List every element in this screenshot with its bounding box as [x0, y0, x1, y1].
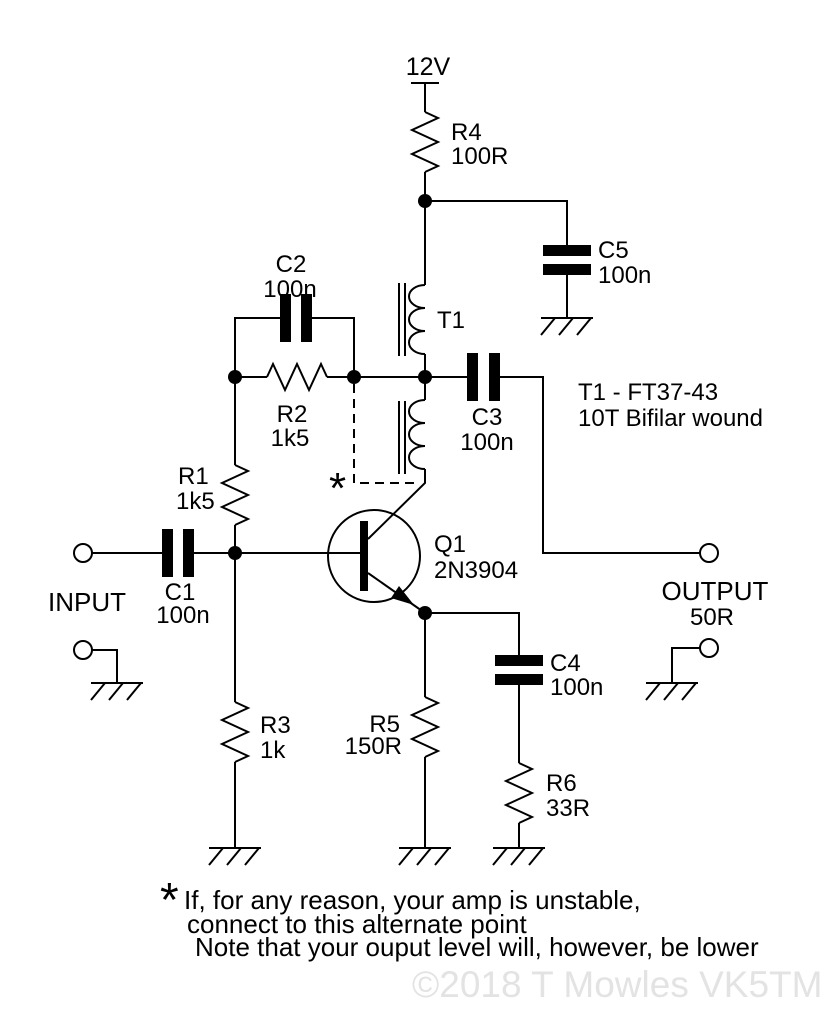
junction-dot: [418, 606, 432, 620]
input-port: INPUT: [48, 543, 126, 660]
ground-symbol-r6: [492, 847, 545, 866]
capacitor-C3: C3 100n: [460, 353, 514, 456]
component-value: 100n: [460, 429, 513, 456]
resistor-zigzag: [266, 361, 328, 393]
input-label: INPUT: [48, 587, 126, 617]
component-ref: C4: [550, 650, 581, 677]
copyright-watermark: ©2018 T Mowles VK5TM: [412, 964, 822, 1005]
capacitor-plate: [162, 529, 173, 577]
resistor-zigzag: [219, 464, 251, 526]
component-value: 33R: [546, 795, 590, 822]
resistor-R5: R5 150R: [345, 696, 441, 760]
component-ref: C2: [276, 251, 307, 278]
footnote-line2: connect to this alternate point: [187, 909, 527, 939]
transformer-T1: T1: [398, 283, 465, 474]
power-rail-12v: 12V: [406, 53, 451, 81]
component-ref: C5: [598, 237, 629, 264]
resistor-zigzag: [409, 111, 441, 173]
capacitor-plate: [301, 294, 312, 342]
transistor-body-circle: [327, 509, 421, 603]
ground-symbol-c5: [540, 317, 593, 336]
component-ref: R6: [546, 770, 577, 797]
capacitor-plate: [495, 655, 543, 666]
capacitor-plate: [543, 264, 591, 275]
component-value: 1k: [260, 737, 286, 764]
capacitor-plate: [280, 294, 291, 342]
alternate-point-asterisk: *: [329, 464, 346, 513]
component-value: 1k5: [271, 425, 310, 452]
capacitor-plate: [183, 529, 194, 577]
alternate-connection-dashed-line: [353, 384, 420, 484]
component-ref: R2: [277, 401, 308, 428]
ground-symbol-input: [90, 682, 143, 701]
transformer-note-line1: T1 - FT37-43: [578, 379, 718, 406]
junction-dots: [228, 194, 432, 620]
component-value: 150R: [345, 733, 402, 760]
capacitor-plate: [467, 353, 478, 401]
capacitor-C4: C4 100n: [495, 650, 603, 701]
output-label: OUTPUT: [662, 576, 769, 606]
component-value: 2N3904: [434, 557, 518, 584]
junction-dot: [418, 194, 432, 208]
output-terminal: [699, 543, 719, 563]
capacitor-C1: C1 100n: [156, 529, 210, 629]
emitter-arrow: [391, 586, 414, 605]
transformer-core-lines: [398, 283, 406, 474]
component-value: 100n: [598, 262, 651, 289]
ground-symbol-output: [645, 682, 698, 701]
component-value: 1k5: [176, 488, 215, 515]
resistor-zigzag: [409, 696, 441, 758]
transistor-Q1: Q1 2N3904: [327, 509, 518, 605]
transformer-note: T1 - FT37-43 10T Bifilar wound: [578, 379, 763, 432]
resistor-R1: R1 1k5: [176, 463, 251, 526]
output-impedance-label: 50R: [690, 604, 734, 631]
junction-dot: [228, 546, 242, 560]
capacitor-C2: C2 100n: [263, 251, 317, 342]
wire-network: [92, 82, 700, 848]
component-ref: Q1: [434, 531, 466, 558]
transformer-note-line2: 10T Bifilar wound: [578, 405, 763, 432]
component-value: 100n: [550, 674, 603, 701]
footnote: * If, for any reason, your amp is unstab…: [160, 874, 759, 962]
component-ref: R4: [451, 119, 482, 146]
resistor-R2: R2 1k5: [266, 361, 328, 452]
component-value: 100n: [263, 276, 316, 303]
transformer-primary-winding: [408, 284, 426, 355]
transistor-base-bar: [360, 521, 368, 591]
input-ground-terminal: [73, 640, 93, 660]
footnote-asterisk: *: [160, 874, 179, 927]
capacitor-plate: [495, 674, 543, 685]
junction-dot: [228, 370, 242, 384]
ground-symbol-r5: [398, 847, 451, 866]
transformer-secondary-winding: [408, 399, 426, 470]
component-ref: C1: [165, 579, 196, 606]
supply-voltage-label: 12V: [406, 53, 451, 81]
output-port: OUTPUT 50R: [662, 543, 769, 658]
resistor-R6: R6 33R: [503, 762, 590, 824]
footnote-line3: Note that your ouput level will, however…: [195, 932, 759, 962]
component-ref: R1: [178, 463, 209, 490]
component-value: 100n: [156, 602, 209, 629]
component-ref: R3: [260, 712, 291, 739]
junction-dot: [418, 370, 432, 384]
resistor-R4: R4 100R: [409, 111, 508, 173]
input-terminal: [73, 543, 93, 563]
capacitor-plate: [489, 353, 500, 401]
component-ref: R5: [369, 711, 400, 738]
output-ground-terminal: [699, 638, 719, 658]
ground-symbol-r3: [208, 847, 261, 866]
capacitor-C5: C5 100n: [543, 237, 651, 289]
resistor-zigzag: [503, 762, 535, 824]
capacitor-plate: [543, 245, 591, 256]
resistor-zigzag: [219, 701, 251, 763]
component-value: 100R: [451, 143, 508, 170]
resistor-R3: R3 1k: [219, 701, 291, 764]
component-ref: T1: [437, 307, 465, 334]
junction-dot: [347, 370, 361, 384]
footnote-line1: If, for any reason, your amp is unstable…: [184, 885, 641, 915]
component-ref: C3: [472, 404, 503, 431]
